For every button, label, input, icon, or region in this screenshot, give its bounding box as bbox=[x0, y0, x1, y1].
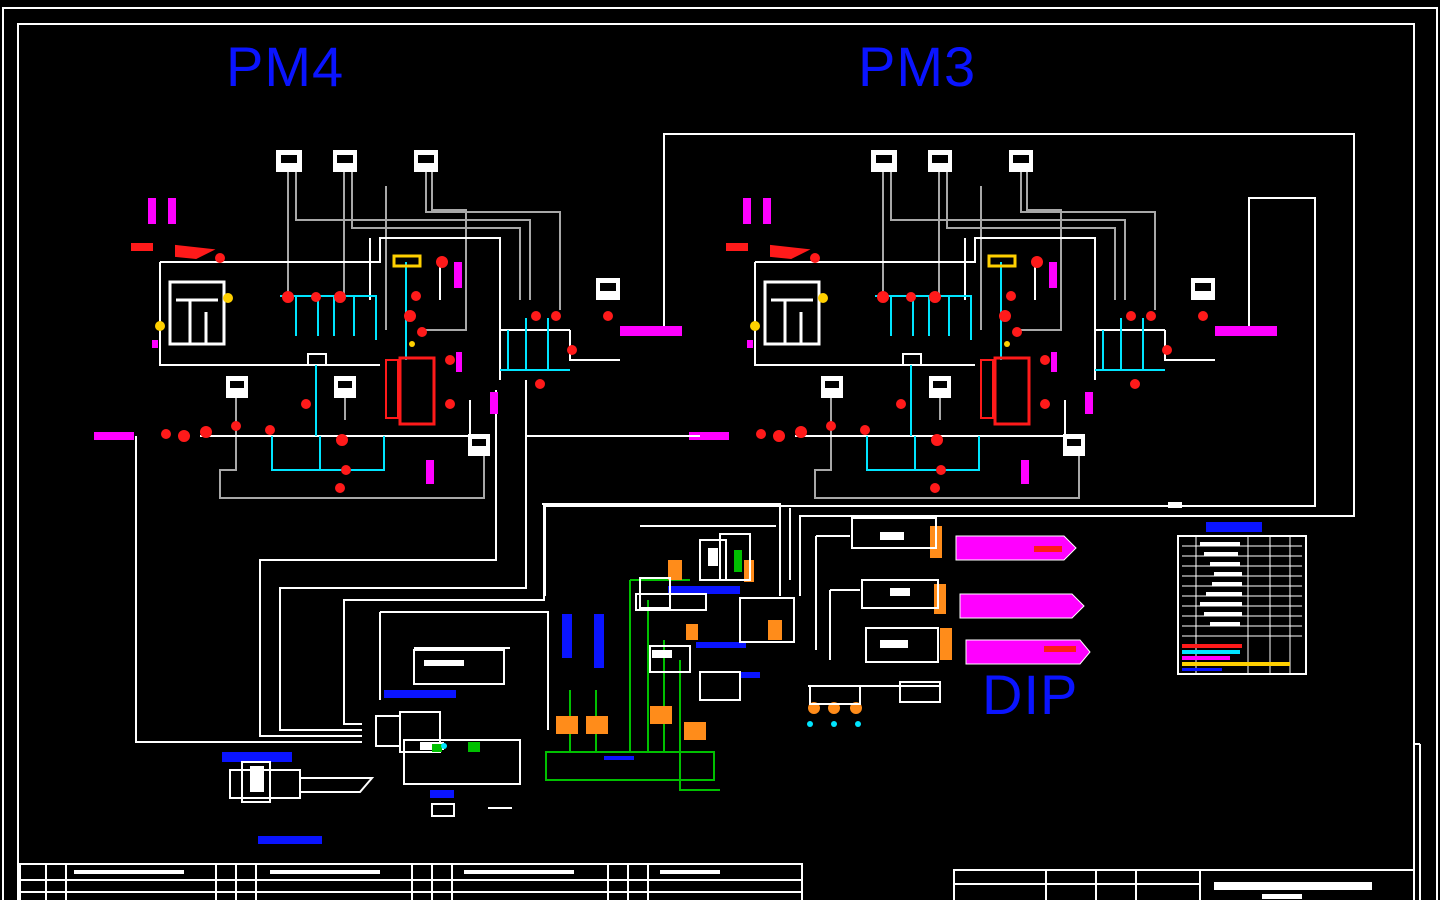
pm3-circuit bbox=[544, 150, 1316, 596]
outer-frame bbox=[2, 7, 1438, 900]
pm4-tank bbox=[168, 280, 226, 346]
dip-area bbox=[222, 502, 1262, 844]
pm4-label: PM4 bbox=[226, 35, 345, 98]
pm3-label: PM3 bbox=[858, 35, 977, 98]
dip-blue-bars bbox=[222, 522, 1262, 844]
pm4-signal-lines bbox=[219, 172, 561, 499]
pm4-red-equipment bbox=[131, 243, 613, 493]
dip-magenta-towers bbox=[955, 535, 1091, 665]
title-block-right bbox=[953, 869, 1415, 900]
interconnect-pipes bbox=[343, 435, 940, 730]
pm4-pipes bbox=[135, 133, 1355, 743]
dip-label: DIP bbox=[982, 663, 1079, 726]
legend-table bbox=[1177, 535, 1307, 675]
pm4-circuit bbox=[94, 133, 1355, 743]
inner-frame bbox=[17, 23, 1415, 900]
pm4-magenta-equipment bbox=[94, 198, 682, 484]
dip-equipment bbox=[229, 517, 941, 817]
title-block-left bbox=[19, 863, 803, 900]
dip-orange-pumps bbox=[556, 526, 952, 740]
